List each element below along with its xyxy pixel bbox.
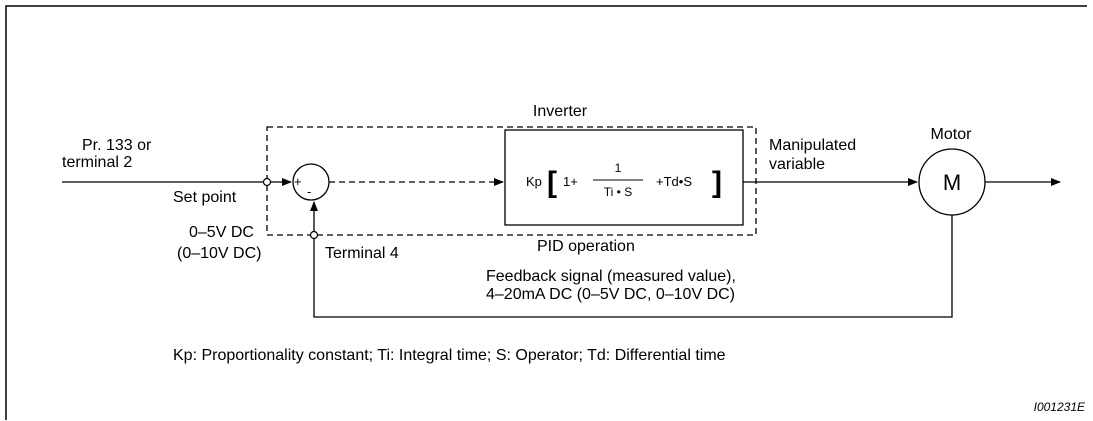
setpoint-label: Set point — [173, 189, 237, 206]
motor-symbol: M — [918, 148, 986, 216]
sum-minus-sign: - — [307, 184, 311, 199]
legend-text: Kp: Proportionality constant; Ti: Integr… — [173, 347, 726, 364]
pid-numerator: 1 — [615, 161, 622, 175]
pid-operation-label: PID operation — [537, 238, 635, 255]
pid-kp: Kp — [526, 174, 542, 189]
motor-letter: M — [943, 170, 961, 195]
feedback-line — [313, 215, 953, 318]
input-label-line1: Pr. 133 or — [82, 137, 152, 154]
setpoint-terminal — [262, 177, 272, 187]
feedback-label-line2: 4–20mA DC (0–5V DC, 0–10V DC) — [486, 286, 735, 303]
pid-right-bracket: ] — [712, 166, 722, 199]
setpoint-range1: 0–5V DC — [189, 224, 254, 241]
pid-one-plus: 1+ — [563, 174, 578, 189]
pid-derivative-term: +Td•S — [656, 174, 692, 189]
pid-block — [504, 129, 744, 226]
terminal4-point — [309, 230, 319, 240]
inverter-label: Inverter — [533, 103, 588, 120]
output-label-line1: Manipulated — [769, 137, 856, 154]
feedback-label-line1: Feedback signal (measured value), — [486, 268, 736, 285]
page-frame — [5, 5, 1087, 420]
motor-label: Motor — [931, 126, 973, 143]
pid-left-bracket: [ — [547, 166, 557, 199]
output-label-line2: variable — [769, 156, 825, 173]
terminal4-label: Terminal 4 — [325, 245, 399, 262]
setpoint-range2: (0–10V DC) — [177, 245, 261, 262]
summing-junction: + - — [292, 163, 330, 201]
sum-plus-sign: + — [294, 174, 302, 189]
input-label-line2: terminal 2 — [62, 154, 132, 171]
document-id: I001231E — [1034, 400, 1086, 414]
pid-denominator: Ti • S — [604, 185, 632, 199]
